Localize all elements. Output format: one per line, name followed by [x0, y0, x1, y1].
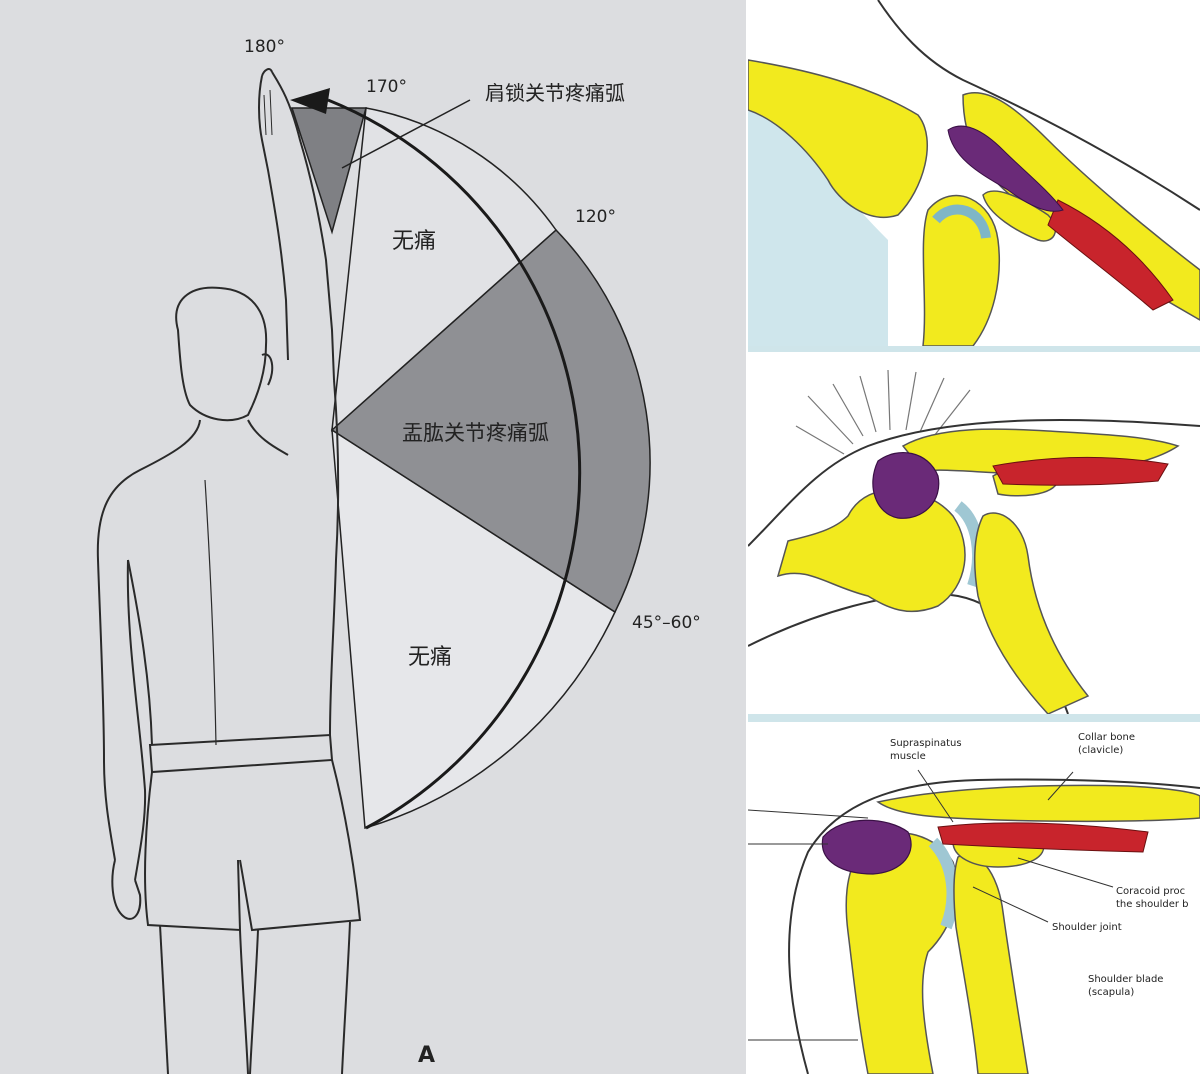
ac-label-pointer	[341, 99, 471, 169]
supraspinatus-muscle	[992, 456, 1169, 486]
supraspinatus-muscle	[937, 822, 1149, 853]
panel-separator-1	[748, 346, 1200, 352]
scapula-bone	[953, 854, 1029, 1074]
skin-outline	[748, 419, 1200, 547]
wedge-no-pain-lower	[331, 428, 616, 829]
painful-arc-diagram: 180° 170° 120° 45°–60° 肩锁关节疼痛弧 无痛 盂肱关节疼痛…	[0, 0, 746, 1074]
anatomy-illustration-labeled: Supraspinatus muscle Collar bone (clavic…	[748, 722, 1200, 1074]
anatomy-illustration-inflamed	[748, 356, 1200, 714]
arc-arrowhead	[290, 88, 330, 114]
arc-wedges	[290, 107, 651, 829]
region-label-ac-arc: 肩锁关节疼痛弧	[485, 81, 625, 105]
label-shoulder-blade: Shoulder blade (scapula)	[1088, 974, 1167, 998]
anatomy-svg-3: Supraspinatus muscle Collar bone (clavic…	[748, 722, 1200, 1074]
skin-outline	[788, 778, 1200, 1074]
region-label-glenohumeral-arc: 盂肱关节疼痛弧	[402, 421, 549, 445]
anatomy-svg-1	[748, 0, 1200, 346]
subacromial-bursa	[947, 125, 1064, 212]
subacromial-bursa	[821, 819, 912, 875]
label-coracoid: Coracoid proc the shoulder b	[1116, 886, 1189, 910]
label-supraspinatus: Supraspinatus muscle	[890, 738, 965, 762]
skin-shadow	[748, 60, 888, 346]
inflamed-bursa	[872, 452, 940, 519]
acromion-bone	[748, 59, 928, 218]
leader-lines	[748, 769, 1114, 1041]
scapula-bone	[973, 512, 1090, 714]
anatomy-svg-2	[748, 356, 1200, 714]
figure-letter: A	[418, 1043, 435, 1068]
anatomy-illustration-normal	[748, 0, 1200, 346]
label-collar-bone: Collar bone (clavicle)	[1078, 732, 1138, 756]
angle-label-45-60: 45°–60°	[632, 613, 701, 633]
panel-separator-2	[748, 714, 1200, 722]
wedge-acromioclavicular-arc	[290, 107, 367, 235]
glenoid-cartilage	[932, 204, 991, 239]
motion-arc-line	[327, 98, 582, 830]
angle-label-170: 170°	[366, 77, 407, 97]
human-figure	[96, 68, 362, 1074]
region-label-no-pain-lower: 无痛	[408, 645, 452, 670]
label-shoulder-joint: Shoulder joint	[1052, 922, 1122, 933]
skin-outline	[877, 0, 1200, 211]
glenoid-cartilage	[928, 837, 959, 930]
wedge-glenohumeral-arc	[330, 228, 651, 614]
pain-rays	[795, 369, 971, 455]
painful-arc-svg: 180° 170° 120° 45°–60° 肩锁关节疼痛弧 无痛 盂肱关节疼痛…	[96, 37, 701, 1074]
angle-label-180: 180°	[244, 37, 285, 57]
supraspinatus-muscle	[1047, 199, 1174, 311]
angle-label-120: 120°	[575, 207, 616, 227]
coracoid-process	[982, 190, 1057, 242]
wedge-no-pain-upper	[331, 107, 557, 432]
region-label-no-pain-upper: 无痛	[392, 229, 436, 254]
